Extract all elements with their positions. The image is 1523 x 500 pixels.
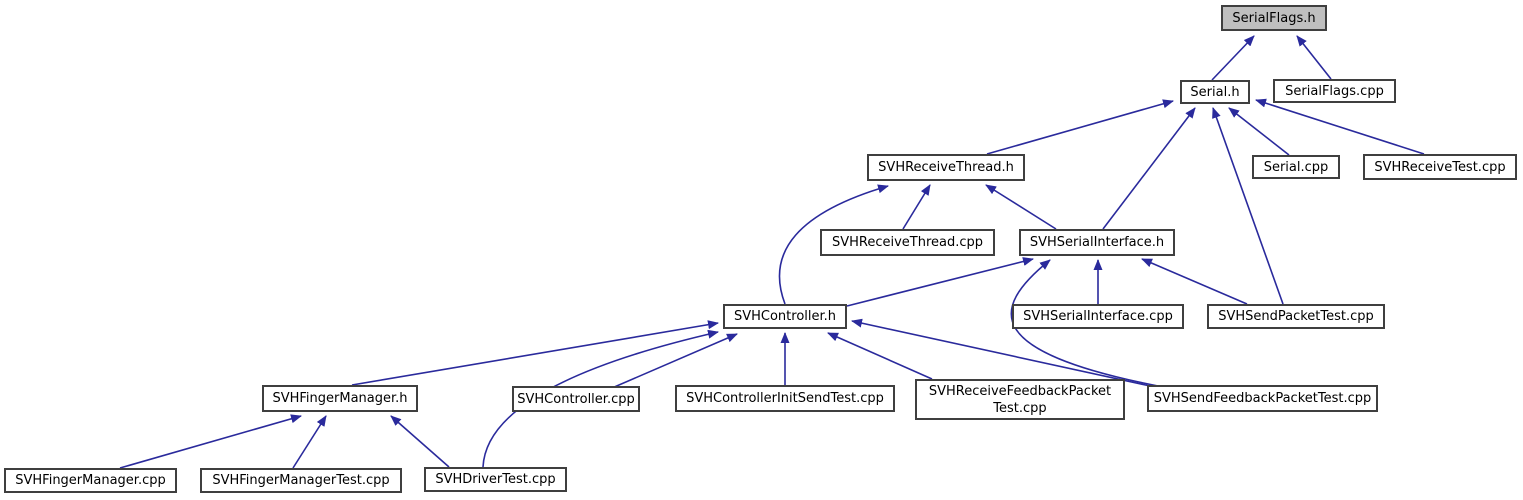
graph-node-serialflags-h[interactable]: SerialFlags.h [1221,5,1327,31]
edge-svhreceivethread-h-to-serial-h [986,99,1174,155]
graph-node-serial-cpp[interactable]: Serial.cpp [1252,155,1340,179]
graph-node-svhserialinterface-cpp[interactable]: SVHSerialInterface.cpp [1012,304,1184,329]
edge-svhreceivetest-cpp-to-serial-h [1255,98,1425,155]
graph-node-svhcontroller-h[interactable]: SVHController.h [723,304,847,329]
edge-svhsendpackettest-cpp-to-svhserialinterface-h [1141,258,1248,305]
edge-svhreceivethread-cpp-to-svhreceivethread-h [902,184,931,230]
edge-svhcontroller-h-to-svhserialinterface-h [846,257,1034,307]
graph-node-svhsendpackettest-cpp[interactable]: SVHSendPacketTest.cpp [1207,304,1385,329]
graph-node-svhcontrollerinitsendtest-cpp[interactable]: SVHControllerInitSendTest.cpp [675,385,895,412]
edge-svhreceivefeedbackpackettest-cpp-to-svhcontroller-h [827,332,933,380]
graph-node-svhsendfeedbackpackettest-cpp[interactable]: SVHSendFeedbackPacketTest.cpp [1147,385,1378,412]
edge-group [119,35,1425,469]
graph-node-svhreceivethread-cpp[interactable]: SVHReceiveThread.cpp [820,229,995,256]
edge-svhsendfeedbackpackettest-cpp-to-svhcontroller-h [851,318,1151,387]
graph-node-svhserialinterface-h[interactable]: SVHSerialInterface.h [1019,229,1175,256]
edge-svhsendpackettest-cpp-to-serial-h [1212,107,1284,305]
edge-svhserialinterface-h-to-svhreceivethread-h [985,184,1057,230]
edge-serial-cpp-to-serial-h [1228,107,1290,156]
edge-svhfingermanager-h-to-svhcontroller-h [351,320,719,386]
edge-serial-h-to-serialflags-h [1211,35,1255,81]
graph-node-serial-h[interactable]: Serial.h [1180,80,1250,104]
graph-node-svhdrivertest-cpp[interactable]: SVHDriverTest.cpp [424,467,567,492]
edge-svhfingermanager-cpp-to-svhfingermanager-h [119,414,302,469]
graph-node-svhcontroller-cpp[interactable]: SVHController.cpp [512,386,640,412]
edge-svhfingermanagertest-cpp-to-svhfingermanager-h [292,415,327,469]
edge-svhcontroller-cpp-to-svhcontroller-h [611,333,738,389]
edge-svhcontroller-h-to-svhreceivethread-h [778,184,889,305]
graph-node-serialflags-cpp[interactable]: SerialFlags.cpp [1273,79,1396,103]
graph-node-svhreceivethread-h[interactable]: SVHReceiveThread.h [867,154,1025,181]
edge-svhserialinterface-h-to-serial-h [1102,107,1196,230]
graph-node-svhfingermanager-cpp[interactable]: SVHFingerManager.cpp [4,468,177,493]
edge-svhdrivertest-cpp-to-svhfingermanager-h [390,415,450,468]
graph-node-svhfingermanagertest-cpp[interactable]: SVHFingerManagerTest.cpp [200,468,402,493]
graph-node-svhreceivetest-cpp[interactable]: SVHReceiveTest.cpp [1363,154,1517,180]
graph-node-svhfingermanager-h[interactable]: SVHFingerManager.h [262,385,418,412]
edge-serialflags-cpp-to-serialflags-h [1296,35,1332,80]
graph-node-svhreceivefeedbackpackettest-cpp[interactable]: SVHReceiveFeedbackPacket Test.cpp [915,379,1125,420]
edge-svhsendfeedbackpackettest-cpp-to-svhserialinterface-h [1010,259,1159,387]
